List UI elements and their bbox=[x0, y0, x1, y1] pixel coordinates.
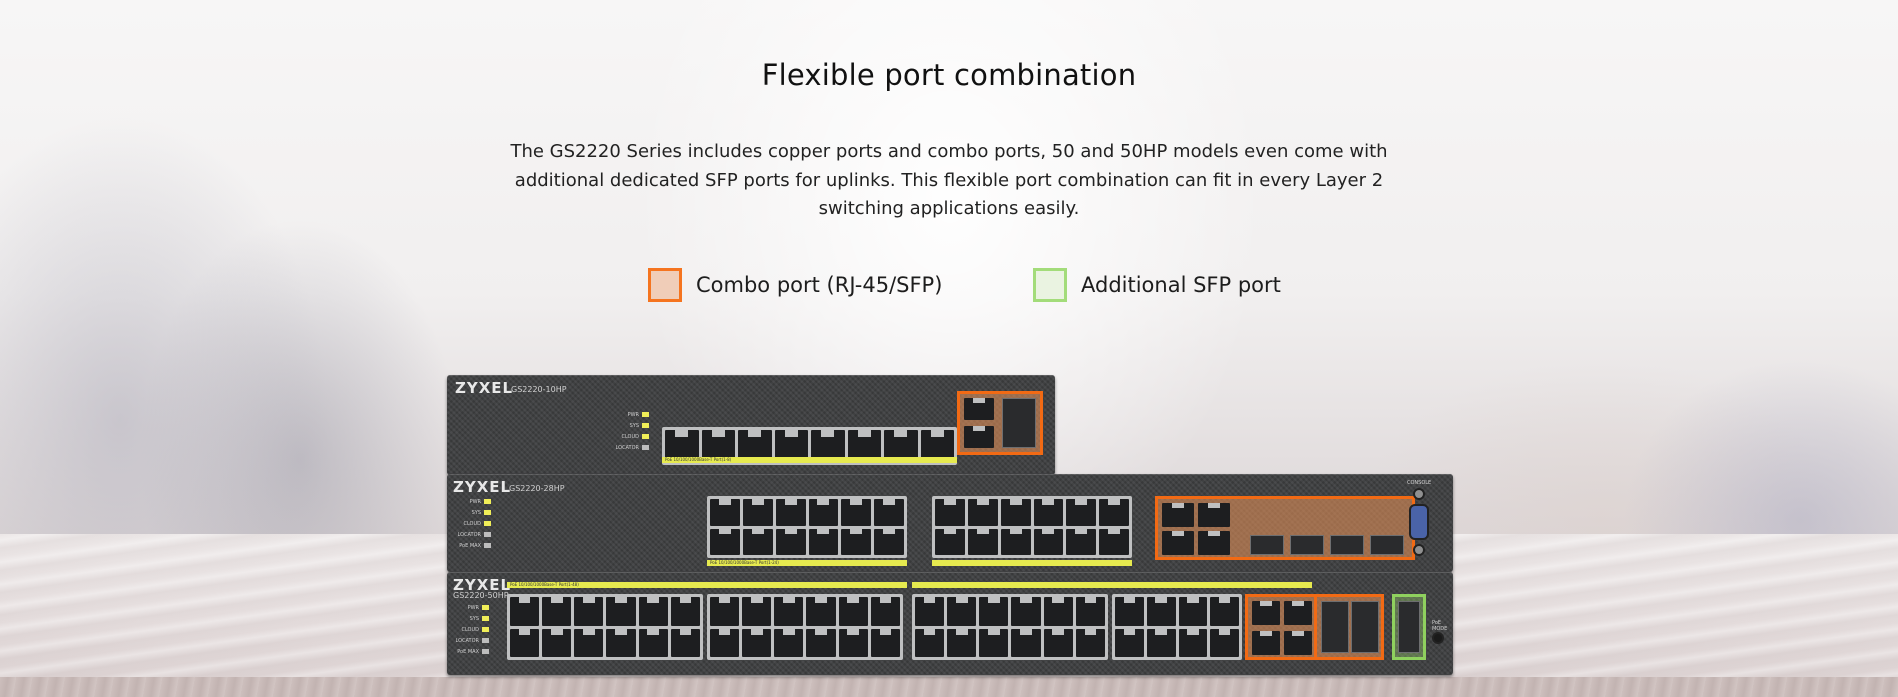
poe-strip: PoE 10/100/1000Base-T Port(1-48) bbox=[507, 582, 907, 588]
port-legend: Combo port (RJ-45/SFP) Additional SFP po… bbox=[0, 268, 1898, 302]
screw-icon bbox=[1413, 488, 1425, 500]
additional-sfp-highlight bbox=[1392, 594, 1426, 660]
rj45-ports-block-2 bbox=[707, 594, 903, 660]
rj45-ports-1-8 bbox=[662, 427, 957, 465]
led-sys: SYS bbox=[577, 420, 649, 431]
led-cloud: CLOUD bbox=[451, 518, 491, 529]
led-pwr: PWR bbox=[577, 409, 649, 420]
led-sys: SYS bbox=[451, 507, 491, 518]
led-sys: SYS bbox=[449, 613, 489, 624]
legend-item-additional-sfp: Additional SFP port bbox=[1033, 268, 1281, 302]
background-table-edge bbox=[0, 677, 1898, 697]
rj45-port bbox=[738, 430, 772, 462]
rj45-ports-1-12 bbox=[707, 496, 907, 558]
combo-port-highlight-sfp bbox=[1314, 594, 1384, 660]
led-locator: LOCATOR bbox=[451, 529, 491, 540]
rj45-ports-block-4 bbox=[1112, 594, 1242, 660]
zyxel-logo: ZYXEL bbox=[455, 379, 514, 397]
poe-mode-button[interactable] bbox=[1432, 632, 1444, 644]
combo-port-highlight bbox=[957, 391, 1043, 455]
led-poe-max: PoE MAX bbox=[449, 646, 489, 657]
switch-gs2220-28hp: ZYXEL GS2220-28HP PWR SYS CLOUD LOCATOR … bbox=[447, 474, 1453, 572]
model-label: GS2220-10HP bbox=[511, 385, 567, 394]
rj45-ports-13-24 bbox=[932, 496, 1132, 558]
poe-strip: PoE 10/100/1000Base-T Port(1-24) bbox=[707, 560, 907, 566]
led-cloud: CLOUD bbox=[449, 624, 489, 635]
legend-label: Additional SFP port bbox=[1081, 273, 1281, 297]
rj45-port bbox=[964, 426, 994, 448]
rj45-port bbox=[811, 430, 845, 462]
led-pwr: PWR bbox=[449, 602, 489, 613]
rj45-port bbox=[884, 430, 918, 462]
zyxel-logo: ZYXEL bbox=[453, 576, 512, 594]
sfp-slot bbox=[1002, 398, 1036, 448]
poe-strip-right bbox=[932, 560, 1132, 566]
console-port bbox=[1409, 504, 1429, 540]
switch-gs2220-10hp: ZYXEL GS2220-10HP PWR SYS CLOUD LOCATOR … bbox=[447, 375, 1055, 475]
console-label: CONSOLE bbox=[1407, 480, 1432, 486]
rj45-port bbox=[774, 430, 808, 462]
sfp-port-swatch bbox=[1033, 268, 1067, 302]
rj45-port bbox=[964, 398, 994, 420]
switch-gs2220-50hp: ZYXEL GS2220-50HP PWR SYS CLOUD LOCATOR … bbox=[447, 572, 1453, 675]
combo-port-highlight bbox=[1155, 496, 1415, 560]
section-description: The GS2220 Series includes copper ports … bbox=[510, 141, 1388, 219]
status-leds: PWR SYS CLOUD LOCATOR PoE MAX bbox=[451, 496, 491, 551]
legend-label: Combo port (RJ-45/SFP) bbox=[696, 273, 943, 297]
combo-port-highlight-rj45 bbox=[1245, 594, 1317, 660]
zyxel-logo: ZYXEL bbox=[453, 478, 512, 496]
led-pwr: PWR bbox=[451, 496, 491, 507]
model-label: GS2220-50HP bbox=[453, 591, 509, 600]
status-leds: PWR SYS CLOUD LOCATOR PoE MAX bbox=[449, 602, 489, 657]
status-leds: PWR SYS CLOUD LOCATOR bbox=[577, 409, 649, 453]
rj45-ports-block-3 bbox=[912, 594, 1108, 660]
rj45-port bbox=[701, 430, 735, 462]
poe-strip-right bbox=[912, 582, 1312, 588]
screw-icon bbox=[1413, 544, 1425, 556]
led-locator: LOCATOR bbox=[577, 442, 649, 453]
section-title: Flexible port combination bbox=[761, 58, 1137, 92]
led-locator: LOCATOR bbox=[449, 635, 489, 646]
rj45-port bbox=[665, 430, 699, 462]
rj45-ports-block-1 bbox=[507, 594, 703, 660]
led-cloud: CLOUD bbox=[577, 431, 649, 442]
rj45-port bbox=[920, 430, 954, 462]
poe-mode-label: PoE MODE bbox=[1432, 620, 1448, 632]
poe-strip: PoE 10/100/1000Base-T Port(1-8) bbox=[662, 457, 957, 463]
rj45-port bbox=[847, 430, 881, 462]
model-label: GS2220-28HP bbox=[509, 484, 565, 493]
led-poe-max: PoE MAX bbox=[451, 540, 491, 551]
legend-item-combo-port: Combo port (RJ-45/SFP) bbox=[648, 268, 942, 302]
combo-port-swatch bbox=[648, 268, 682, 302]
